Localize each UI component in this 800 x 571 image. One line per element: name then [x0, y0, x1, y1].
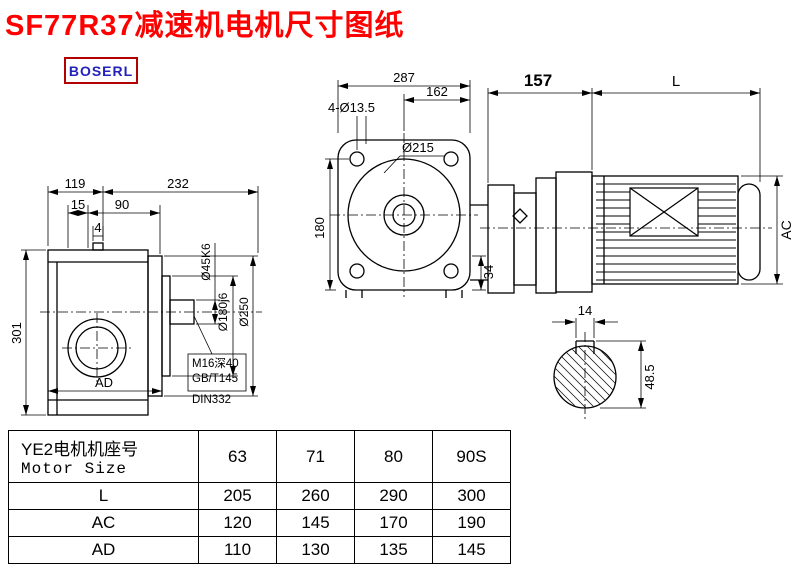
dim-14-label: 14 — [578, 303, 592, 318]
table-cell: 205 — [198, 482, 277, 510]
brand-logo: BOSERL — [64, 57, 138, 84]
terminal-box — [629, 187, 699, 237]
fan-cover — [737, 183, 761, 281]
dimension-lines — [21, 80, 783, 416]
dim-15-label: 15 — [71, 197, 85, 212]
table-row-ad: AD 110 130 135 145 — [8, 536, 511, 564]
table-cell: 135 — [354, 536, 433, 564]
table-cell: 260 — [276, 482, 355, 510]
dimension-labels: 119 232 15 90 4 301 AD Ø45K6 Ø180j6 Ø250… — [9, 70, 794, 406]
dim-287-label: 287 — [393, 70, 415, 85]
table-cell: 145 — [432, 536, 511, 564]
dim-flange-dia-label: Ø250 — [237, 297, 251, 327]
table-row-l: L 205 260 290 300 — [8, 482, 511, 510]
table-cell: 110 — [198, 536, 277, 564]
dim-spigot-dia-label: Ø180j6 — [216, 292, 230, 331]
note-din-label: DIN332 — [192, 394, 231, 406]
motor-size-table: YE2电机机座号 Motor Size 63 71 80 90S L 205 2… — [8, 430, 511, 564]
table-cell: 190 — [432, 509, 511, 537]
dim-ac-label: AC — [778, 220, 794, 239]
dim-90-label: 90 — [115, 197, 129, 212]
front-view-centerlines — [330, 133, 478, 297]
table-row-ac: AC 120 145 170 190 — [8, 509, 511, 537]
table-header-row: YE2电机机座号 Motor Size 63 71 80 90S — [8, 430, 511, 483]
dim-157-label: 157 — [524, 71, 552, 90]
dim-232-label: 232 — [167, 176, 189, 191]
dim-ad-label: AD — [95, 375, 113, 390]
table-col-71: 71 — [276, 430, 355, 483]
note-gb-label: GB/T145 — [192, 373, 238, 385]
row-label-ad: AD — [8, 536, 199, 564]
dim-l-label: L — [672, 73, 680, 90]
dim-shaft-dia-label: Ø45K6 — [199, 243, 213, 281]
side-view-centerlines — [40, 311, 262, 383]
dim-holes-label: 4-Ø13.5 — [328, 100, 375, 115]
note-thread-label: M16深40 — [192, 356, 239, 370]
adapter-detail — [512, 208, 528, 224]
table-header-en: Motor Size — [21, 460, 128, 478]
dim-4-label: 4 — [94, 220, 101, 235]
table-cell: 120 — [198, 509, 277, 537]
motor-view — [470, 171, 761, 294]
table-col-80: 80 — [354, 430, 433, 483]
table-header-motor-size: YE2电机机座号 Motor Size — [8, 430, 199, 483]
table-cell: 290 — [354, 482, 433, 510]
table-header-cn: YE2电机机座号 — [21, 440, 139, 459]
table-cell: 145 — [276, 509, 355, 537]
row-label-ac: AC — [8, 509, 199, 537]
dim-34-label: 34 — [481, 265, 496, 279]
table-cell: 300 — [432, 482, 511, 510]
table-cell: 170 — [354, 509, 433, 537]
dim-119-label: 119 — [65, 176, 86, 191]
dim-301-label: 301 — [9, 322, 24, 344]
dim-48-5-label: 48.5 — [642, 364, 657, 389]
side-view — [47, 242, 195, 416]
dim-215-label: Ø215 — [402, 140, 434, 155]
row-label-l: L — [8, 482, 199, 510]
table-cell: 130 — [276, 536, 355, 564]
dim-162-label: 162 — [426, 84, 448, 99]
table-col-90s: 90S — [432, 430, 511, 483]
dim-180-label: 180 — [312, 217, 327, 239]
table-col-63: 63 — [198, 430, 277, 483]
page-title: SF77R37减速机电机尺寸图纸 — [5, 10, 405, 42]
